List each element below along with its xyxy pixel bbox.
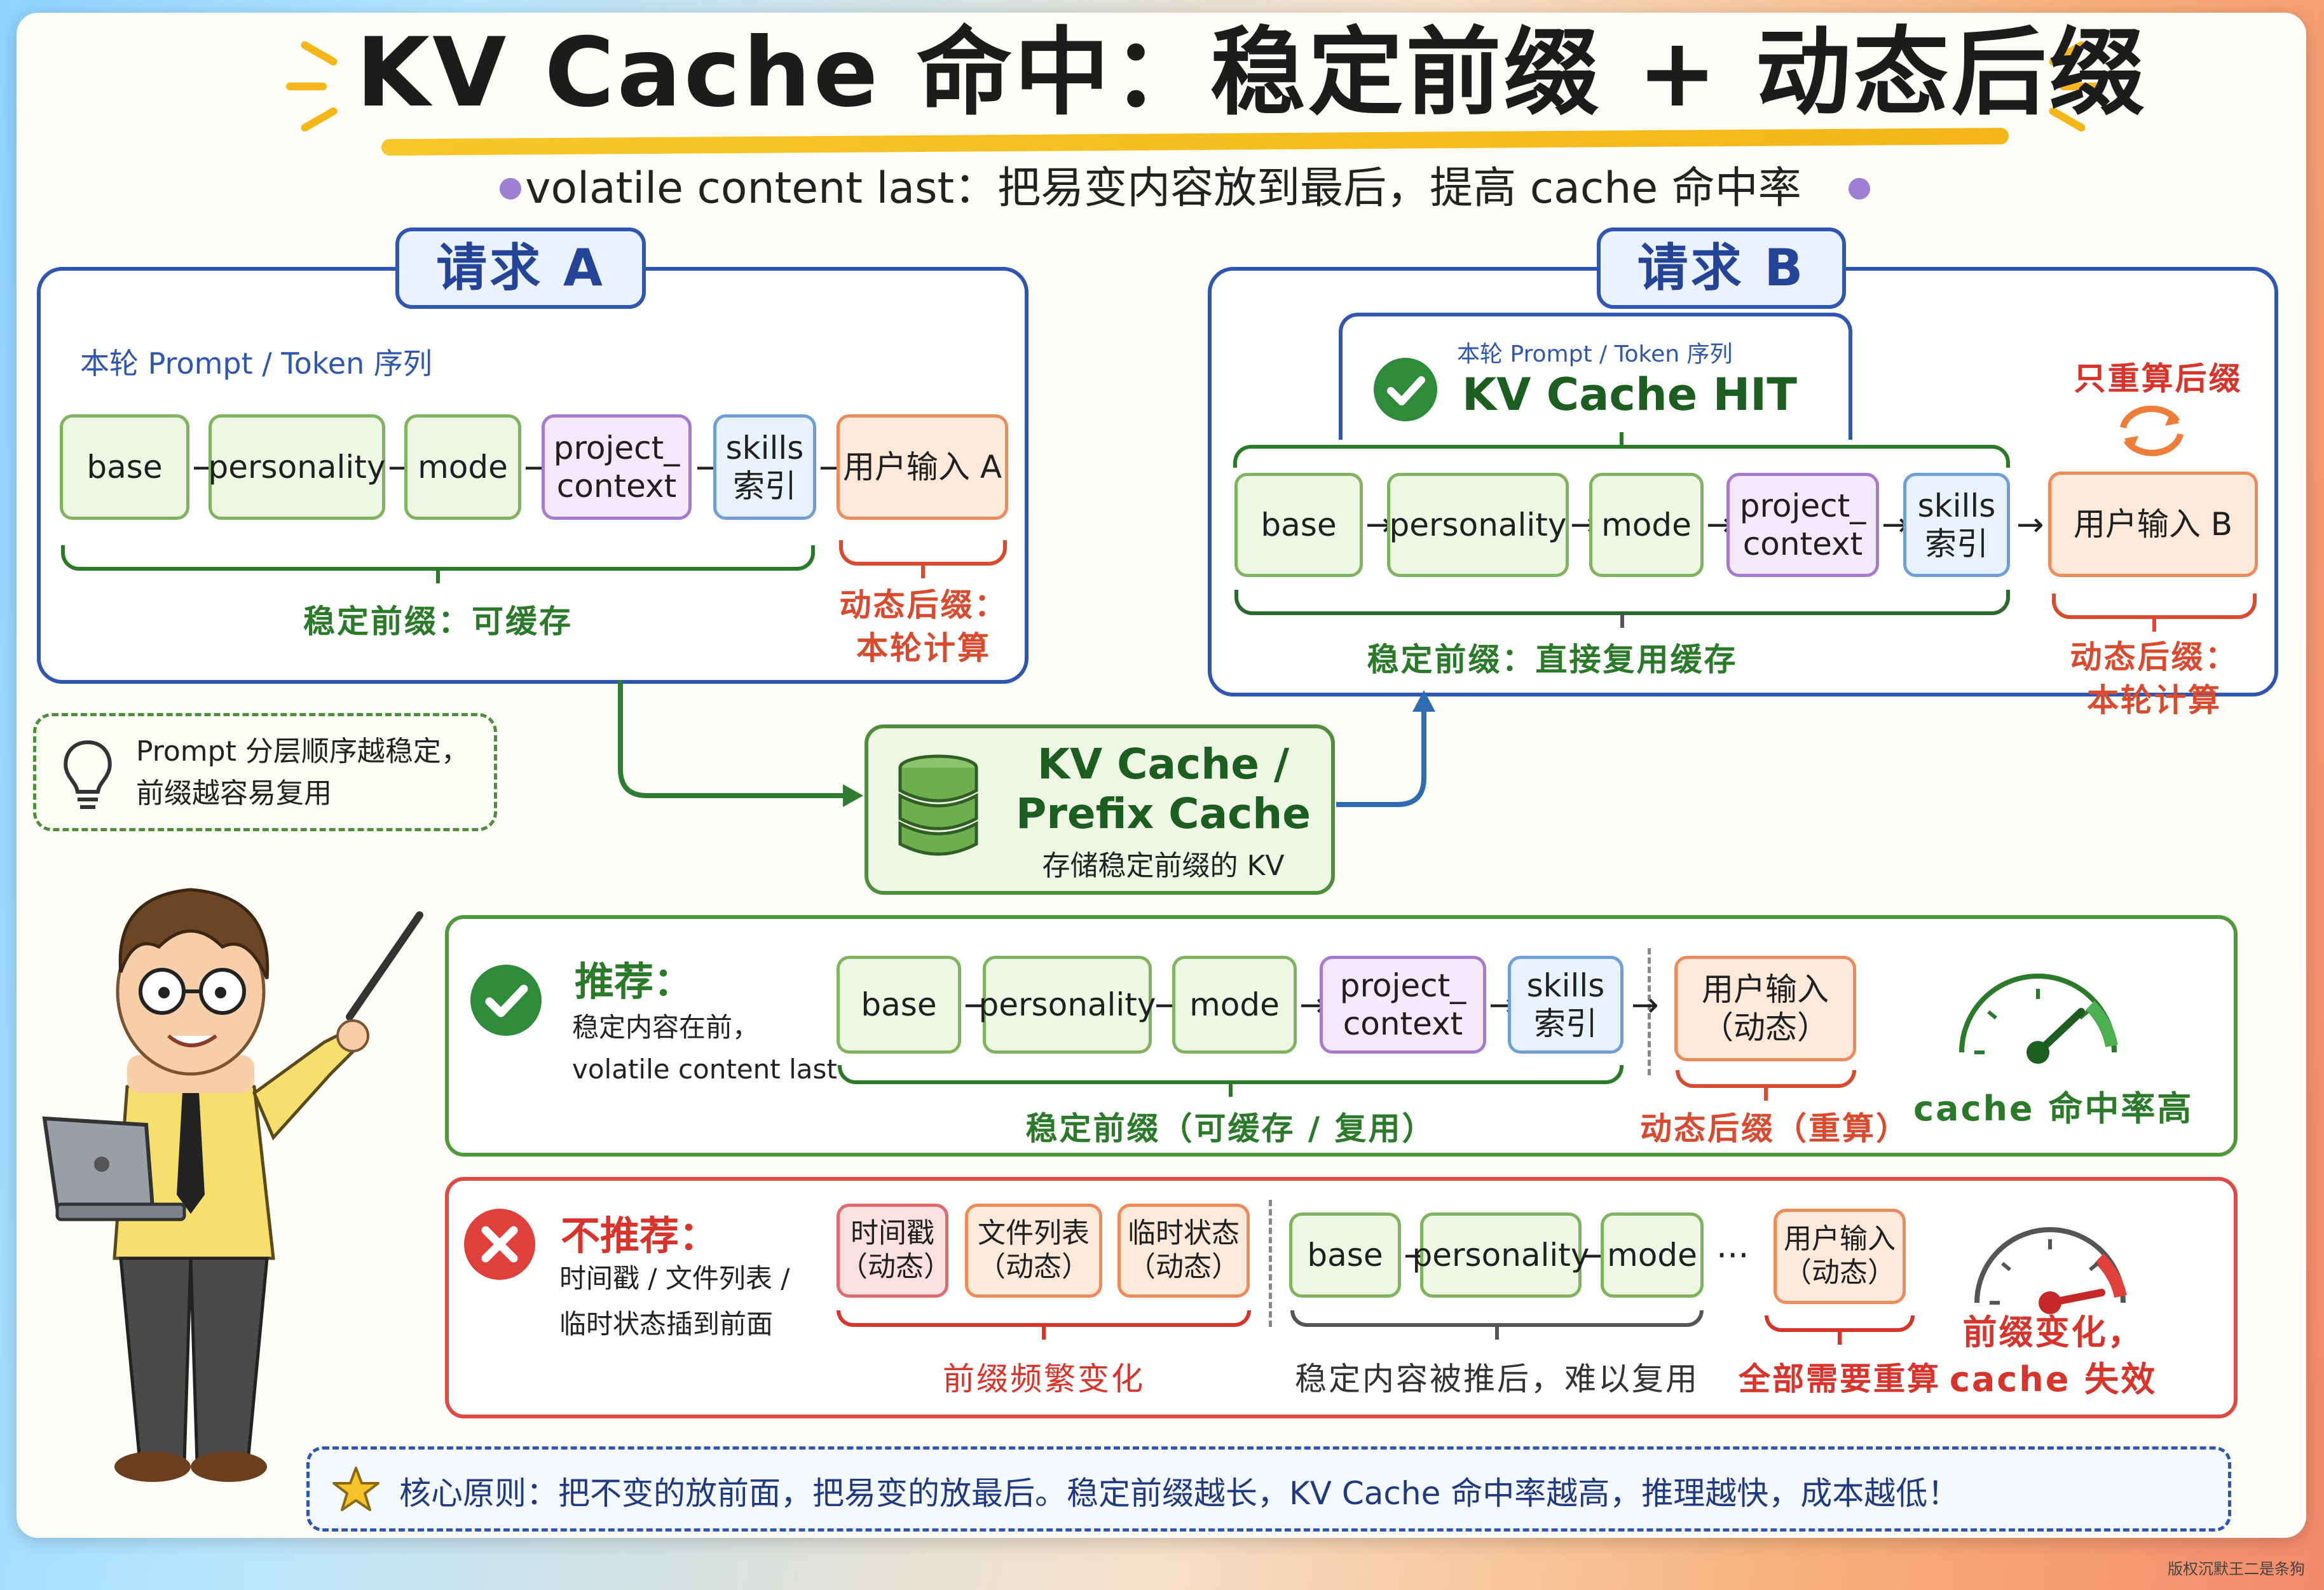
lightbulb-icon	[64, 740, 112, 809]
pushed-back-brace	[1290, 1310, 1704, 1327]
stable-prefix-brace	[1234, 590, 2010, 615]
recompute-all-label: 全部需要重算	[1739, 1361, 1941, 1397]
request-a-tab: 请求 A	[395, 228, 646, 309]
request-b-tab: 请求 B	[1597, 228, 1846, 309]
kv-cache-title: KV Cache / Prefix Cache	[1016, 740, 1311, 838]
kv-cache-desc: 存储稳定前缀的 KV	[1042, 850, 1285, 882]
volatile-prefix-brace	[837, 1310, 1251, 1327]
tip-text: Prompt 分层顺序越稳定， 前缀越容易复用	[136, 735, 469, 810]
token-timestamp: 时间戳 （动态）	[837, 1204, 952, 1298]
arrow-right-icon: →	[1631, 986, 1659, 1024]
token-user-input-dynamic: 用户输入 （动态）	[1674, 956, 1856, 1061]
token-base: base	[1234, 473, 1363, 577]
gauge-low-label: 前缀变化， cache 失效	[1949, 1312, 2157, 1399]
token-personality: personality	[208, 414, 386, 520]
ellipsis: ···	[1716, 1235, 1749, 1275]
dynamic-suffix-label: 动态后缀（重算）	[1640, 1110, 1910, 1147]
section-divider	[1269, 1200, 1272, 1327]
core-principle-text: 核心原则：把不变的放前面，把易变的放最后。稳定前缀越长，KV Cache 命中率…	[399, 1475, 1960, 1512]
token-user-input-b: 用户输入 B	[2048, 472, 2258, 577]
token-project-context: project_ context	[542, 414, 692, 520]
title-ray-right	[2060, 83, 2100, 90]
star-icon	[332, 1467, 379, 1511]
token-file-list: 文件列表 （动态）	[965, 1204, 1102, 1298]
volatile-prefix-label: 前缀频繁变化	[943, 1361, 1145, 1397]
token-mode: mode	[1589, 473, 1704, 577]
stable-prefix-brace	[61, 545, 815, 571]
token-base: base	[837, 956, 961, 1054]
not-recommended-desc: 时间戳 / 文件列表 / 临时状态插到前面	[559, 1263, 790, 1340]
dynamic-suffix-brace	[1676, 1070, 1856, 1088]
recommended-desc: 稳定内容在前， volatile content last	[572, 1012, 837, 1085]
check-circle-icon	[1374, 358, 1437, 421]
check-circle-icon	[470, 965, 542, 1036]
watermark: 版权沉默王二是条狗	[2168, 1560, 2305, 1578]
token-mode: mode	[1172, 956, 1297, 1054]
cache-hit-brace	[1233, 445, 2010, 468]
token-mode: mode	[1601, 1213, 1704, 1298]
dynamic-suffix-brace	[839, 540, 1007, 566]
request-a-seq-label: 本轮 Prompt / Token 序列	[80, 346, 432, 381]
prefix-suffix-divider	[1648, 948, 1651, 1075]
subtitle: volatile content last：把易变内容放到最后，提高 cache…	[525, 163, 1801, 214]
recompute-suffix-label: 只重算后缀	[2074, 360, 2243, 397]
request-b-seq-label: 本轮 Prompt / Token 序列	[1457, 341, 1733, 367]
token-skills-index: skills 索引	[1903, 473, 2010, 577]
tip-box	[33, 713, 497, 831]
dynamic-suffix-label: 动态后缀： 本轮计算	[839, 587, 1008, 667]
pushed-back-label: 稳定内容被推后，难以复用	[1295, 1361, 1699, 1397]
token-user-input-dynamic: 用户输入 （动态）	[1774, 1209, 1906, 1304]
stable-prefix-brace	[838, 1065, 1623, 1084]
token-user-input-a: 用户输入 A	[837, 414, 1008, 520]
title-ray-left	[286, 83, 327, 90]
gauge-low-icon	[1974, 1227, 2127, 1314]
gauge-high-label: cache 命中率高	[1913, 1089, 2194, 1129]
dynamic-suffix-brace	[2052, 594, 2257, 619]
token-personality: personality	[979, 956, 1156, 1054]
cache-hit-label: KV Cache HIT	[1462, 369, 1797, 421]
token-personality: personality	[1387, 473, 1569, 577]
token-project-context: project_ context	[1320, 956, 1486, 1054]
recompute-brace	[1765, 1315, 1915, 1332]
token-base: base	[1289, 1213, 1401, 1298]
recommended-title: 推荐：	[575, 958, 694, 1005]
subtitle-bullet	[1849, 178, 1870, 200]
token-base: base	[60, 414, 189, 520]
stable-prefix-label: 稳定前缀（可缓存 / 复用）	[1025, 1110, 1436, 1147]
subtitle-bullet	[500, 178, 521, 200]
token-project-context: project_ context	[1726, 473, 1879, 577]
core-principle-box	[306, 1446, 2231, 1532]
flow-arrows	[618, 680, 1435, 807]
stable-prefix-label: 稳定前缀：可缓存	[303, 603, 573, 640]
token-temp-state: 临时状态 （动态）	[1118, 1204, 1250, 1298]
token-skills-index: skills 索引	[1508, 956, 1623, 1054]
token-skills-index: skills 索引	[713, 414, 816, 520]
page-title: KV Cache 命中：稳定前缀 + 动态后缀	[356, 18, 2147, 128]
close-circle-icon	[464, 1209, 535, 1280]
gauge-high-icon	[1959, 974, 2118, 1064]
stable-prefix-label: 稳定前缀：直接复用缓存	[1367, 641, 1738, 678]
dynamic-suffix-label: 动态后缀： 本轮计算	[2070, 639, 2239, 719]
not-recommended-title: 不推荐：	[561, 1213, 719, 1259]
database-icon	[898, 754, 978, 856]
token-personality: personality	[1412, 1213, 1590, 1298]
teacher-illustration	[42, 888, 423, 1482]
token-mode: mode	[404, 414, 521, 520]
arrow-right-icon: →	[2016, 506, 2044, 544]
cache-hit-frame	[1339, 313, 1852, 440]
refresh-icon	[2120, 405, 2184, 456]
